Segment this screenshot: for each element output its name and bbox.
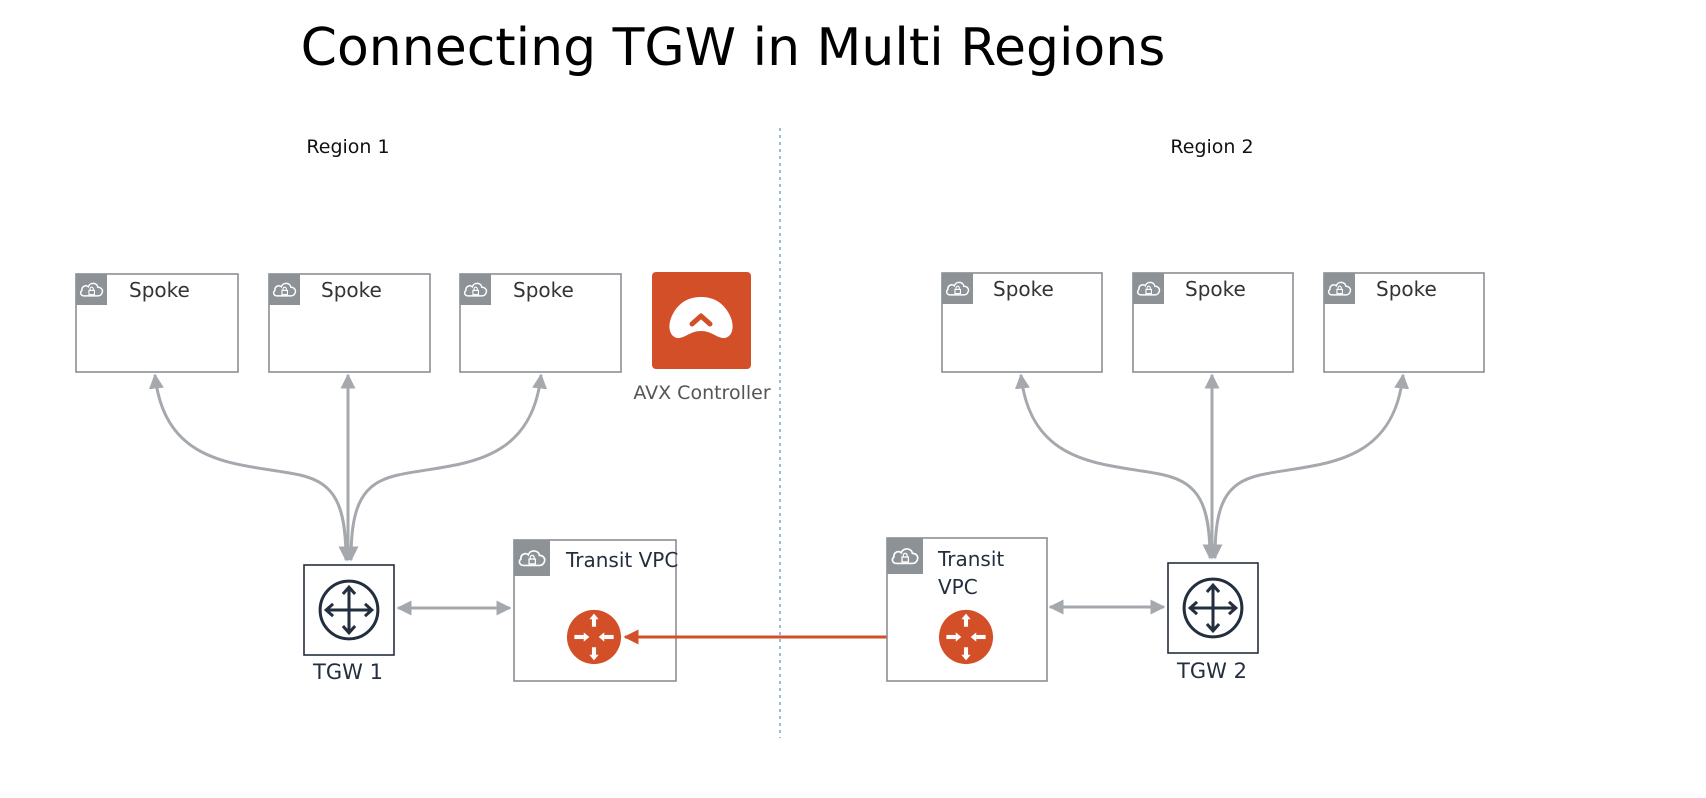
transit-vpc-label: Transit VPC <box>565 548 678 572</box>
connector-tgw2-spoke1 <box>1014 373 1218 560</box>
transit-vpc-r2[interactable]: Transit VPC <box>886 537 1048 682</box>
region-2-label: Region 2 <box>1170 136 1253 158</box>
spoke-label: Spoke <box>993 277 1054 301</box>
spoke-vpc-r1-1[interactable]: Spoke <box>75 273 239 373</box>
transit-vpc-label: VPC <box>938 575 978 599</box>
region-2: Spoke Spoke Spoke TGW 2 Transit <box>886 272 1485 683</box>
transit-vpc-label: Transit <box>937 547 1004 571</box>
transit-gateway-icon <box>1182 577 1244 639</box>
lock-cloud-icon <box>1133 273 1164 304</box>
spoke-vpc-r2-2[interactable]: Spoke <box>1132 272 1294 373</box>
spoke-label: Spoke <box>129 278 190 302</box>
spoke-vpc-r1-3[interactable]: Spoke <box>459 273 622 373</box>
connector-tgw2-spoke3 <box>1207 373 1410 560</box>
tgw-1-label: TGW 1 <box>312 660 383 684</box>
spoke-label: Spoke <box>1185 277 1246 301</box>
lock-cloud-icon <box>76 274 107 305</box>
tgw-2-label: TGW 2 <box>1176 659 1247 683</box>
spoke-label: Spoke <box>513 278 574 302</box>
spoke-label: Spoke <box>1376 277 1437 301</box>
spoke-vpc-r2-3[interactable]: Spoke <box>1323 272 1485 373</box>
region-1-label: Region 1 <box>306 136 389 158</box>
connector-tgw1-spoke3 <box>343 373 548 562</box>
diagram-title: Connecting TGW in Multi Regions <box>301 18 1166 78</box>
router-icon <box>566 609 622 665</box>
lock-cloud-icon <box>1324 273 1355 304</box>
aviatrix-logo-icon <box>669 297 733 339</box>
spoke-label: Spoke <box>321 278 382 302</box>
avx-controller-label: AVX Controller <box>633 382 770 404</box>
lock-cloud-icon <box>887 538 923 574</box>
connector-tgw1-spoke1 <box>148 373 354 562</box>
lock-cloud-icon <box>514 540 550 576</box>
transit-vpc-r1[interactable]: Transit VPC <box>513 539 678 682</box>
tgw-1-node[interactable] <box>303 564 395 656</box>
router-icon <box>938 609 994 665</box>
transit-gateway-icon <box>318 579 380 641</box>
spoke-vpc-r2-1[interactable]: Spoke <box>941 272 1103 373</box>
tgw-2-node[interactable] <box>1167 562 1259 654</box>
lock-cloud-icon <box>460 274 491 305</box>
avx-controller[interactable] <box>652 272 751 369</box>
lock-cloud-icon <box>942 273 973 304</box>
lock-cloud-icon <box>269 274 300 305</box>
spoke-vpc-r1-2[interactable]: Spoke <box>268 273 431 373</box>
region-1: Spoke Spoke Spoke TGW 1 Transit VPC <box>75 273 678 684</box>
